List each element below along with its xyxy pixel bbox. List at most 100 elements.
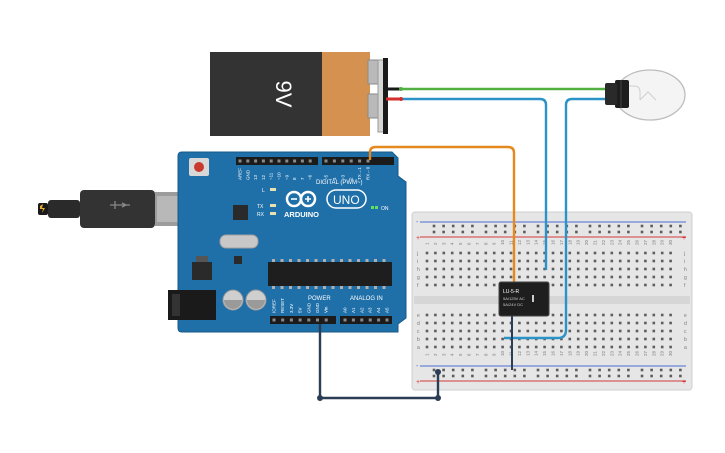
breadboard-hole[interactable] bbox=[660, 345, 664, 349]
analog-pin-hole[interactable] bbox=[377, 318, 381, 322]
breadboard-hole[interactable] bbox=[450, 251, 454, 255]
breadboard-hole[interactable] bbox=[543, 321, 546, 325]
rail-hole[interactable] bbox=[650, 368, 653, 372]
breadboard-hole[interactable] bbox=[635, 337, 639, 341]
rail-hole[interactable] bbox=[546, 224, 549, 228]
rail-hole[interactable] bbox=[607, 230, 611, 234]
breadboard-hole[interactable] bbox=[526, 251, 530, 255]
breadboard-hole[interactable] bbox=[467, 313, 471, 317]
breadboard-hole[interactable] bbox=[501, 275, 504, 279]
breadboard-hole[interactable] bbox=[660, 259, 664, 263]
breadboard-hole[interactable] bbox=[543, 329, 546, 333]
breadboard-hole[interactable] bbox=[568, 259, 572, 263]
breadboard-hole[interactable] bbox=[644, 251, 647, 255]
breadboard-hole[interactable] bbox=[467, 251, 471, 255]
breadboard-hole[interactable] bbox=[652, 329, 656, 333]
digital-pin-hole[interactable] bbox=[349, 159, 353, 163]
breadboard-hole[interactable] bbox=[576, 267, 580, 271]
breadboard-hole[interactable] bbox=[652, 283, 656, 287]
breadboard-hole[interactable] bbox=[526, 329, 530, 333]
rail-hole[interactable] bbox=[575, 374, 578, 378]
breadboard-hole[interactable] bbox=[627, 337, 630, 341]
analog-pin-hole[interactable] bbox=[343, 318, 347, 322]
breadboard-hole[interactable] bbox=[526, 345, 530, 349]
breadboard-hole[interactable] bbox=[425, 329, 429, 333]
light-bulb[interactable] bbox=[605, 69, 686, 121]
breadboard-hole[interactable] bbox=[585, 283, 588, 287]
breadboard-hole[interactable] bbox=[568, 283, 572, 287]
rail-hole[interactable] bbox=[669, 374, 673, 378]
breadboard-hole[interactable] bbox=[618, 329, 622, 333]
breadboard-hole[interactable] bbox=[560, 337, 563, 341]
breadboard-hole[interactable] bbox=[476, 275, 479, 279]
breadboard-hole[interactable] bbox=[442, 329, 446, 333]
rail-hole[interactable] bbox=[442, 368, 445, 372]
breadboard-hole[interactable] bbox=[467, 321, 471, 325]
digital-pin-hole[interactable] bbox=[358, 159, 362, 163]
breadboard-hole[interactable] bbox=[618, 283, 622, 287]
breadboard-hole[interactable] bbox=[593, 337, 597, 341]
breadboard-hole[interactable] bbox=[450, 267, 454, 271]
breadboard-hole[interactable] bbox=[568, 329, 572, 333]
breadboard-hole[interactable] bbox=[518, 259, 521, 263]
rail-hole[interactable] bbox=[669, 224, 673, 228]
breadboard-hole[interactable] bbox=[660, 283, 664, 287]
rail-hole[interactable] bbox=[617, 224, 621, 228]
breadboard-hole[interactable] bbox=[635, 283, 639, 287]
breadboard-hole[interactable] bbox=[442, 345, 446, 349]
wire-bulb-to-relay[interactable] bbox=[504, 97, 606, 340]
breadboard-hole[interactable] bbox=[635, 345, 639, 349]
breadboard-hole[interactable] bbox=[627, 283, 630, 287]
breadboard-hole[interactable] bbox=[593, 313, 597, 317]
breadboard-hole[interactable] bbox=[551, 345, 555, 349]
digital-pin-hole[interactable] bbox=[332, 159, 336, 163]
breadboard-hole[interactable] bbox=[610, 283, 614, 287]
wire-gnd-to-breadboard[interactable] bbox=[318, 324, 440, 400]
breadboard-hole[interactable] bbox=[610, 251, 614, 255]
rail-hole[interactable] bbox=[513, 374, 517, 378]
breadboard-hole[interactable] bbox=[644, 329, 647, 333]
breadboard-hole[interactable] bbox=[560, 251, 563, 255]
rail-hole[interactable] bbox=[484, 374, 488, 378]
rail-hole[interactable] bbox=[503, 374, 507, 378]
breadboard-hole[interactable] bbox=[450, 345, 454, 349]
breadboard-hole[interactable] bbox=[585, 337, 588, 341]
breadboard-hole[interactable] bbox=[551, 251, 555, 255]
breadboard-hole[interactable] bbox=[660, 275, 664, 279]
rail-hole[interactable] bbox=[679, 230, 682, 234]
breadboard-hole[interactable] bbox=[509, 259, 513, 263]
breadboard-hole[interactable] bbox=[425, 321, 429, 325]
rail-hole[interactable] bbox=[659, 224, 663, 228]
breadboard-hole[interactable] bbox=[492, 313, 496, 317]
rail-hole[interactable] bbox=[523, 224, 526, 228]
rail-hole[interactable] bbox=[503, 230, 507, 234]
breadboard-hole[interactable] bbox=[526, 275, 530, 279]
rail-hole[interactable] bbox=[432, 368, 436, 372]
breadboard-hole[interactable] bbox=[610, 275, 614, 279]
breadboard-hole[interactable] bbox=[551, 313, 555, 317]
rail-hole[interactable] bbox=[659, 230, 663, 234]
breadboard-hole[interactable] bbox=[585, 321, 588, 325]
breadboard-hole[interactable] bbox=[442, 321, 446, 325]
breadboard-hole[interactable] bbox=[602, 337, 605, 341]
digital-pin-hole[interactable] bbox=[254, 159, 258, 163]
breadboard-hole[interactable] bbox=[551, 267, 555, 271]
breadboard-hole[interactable] bbox=[434, 345, 437, 349]
analog-pin-hole[interactable] bbox=[360, 318, 364, 322]
breadboard-hole[interactable] bbox=[652, 275, 656, 279]
breadboard-hole[interactable] bbox=[652, 345, 656, 349]
rail-hole[interactable] bbox=[442, 374, 445, 378]
breadboard-hole[interactable] bbox=[585, 251, 588, 255]
breadboard-hole[interactable] bbox=[669, 251, 672, 255]
rail-hole[interactable] bbox=[617, 230, 621, 234]
breadboard-hole[interactable] bbox=[484, 275, 488, 279]
breadboard-hole[interactable] bbox=[501, 321, 504, 325]
breadboard-hole[interactable] bbox=[534, 267, 538, 271]
breadboard-hole[interactable] bbox=[618, 337, 622, 341]
breadboard-hole[interactable] bbox=[450, 275, 454, 279]
breadboard-hole[interactable] bbox=[484, 329, 488, 333]
power-pin-hole[interactable] bbox=[281, 318, 285, 322]
rail-hole[interactable] bbox=[650, 230, 653, 234]
breadboard-hole[interactable] bbox=[669, 275, 672, 279]
breadboard-hole[interactable] bbox=[551, 321, 555, 325]
